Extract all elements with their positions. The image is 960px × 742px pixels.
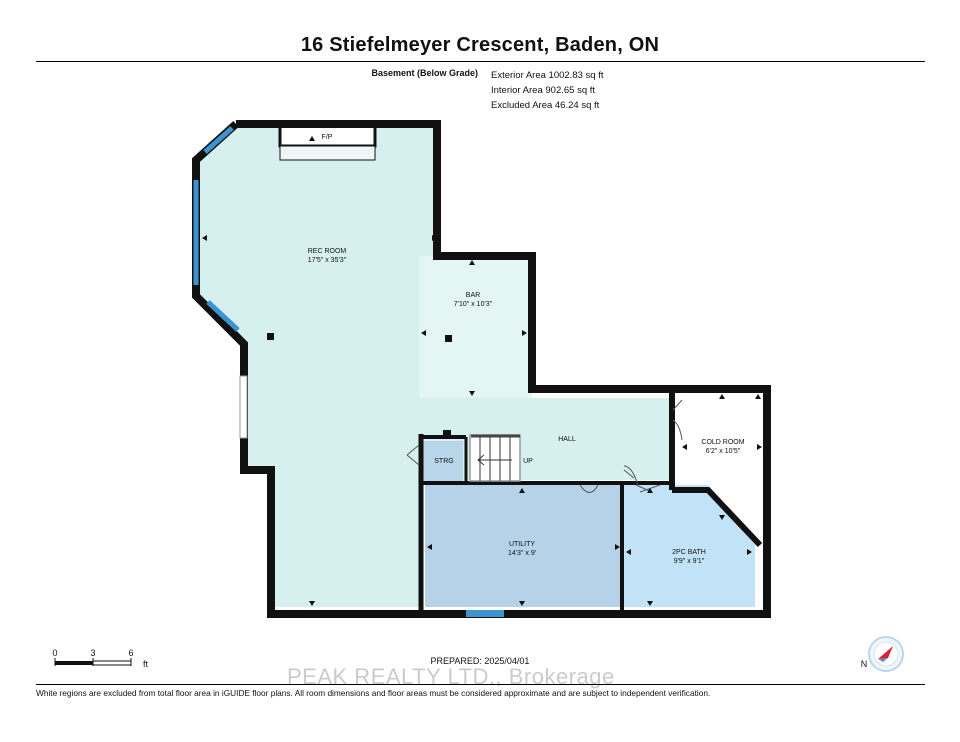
hearth	[279, 145, 376, 161]
strg-area	[423, 441, 463, 481]
header-rule	[36, 61, 925, 62]
column-hall	[443, 430, 451, 436]
compass-icon	[868, 636, 904, 672]
cold-room-name: COLD ROOM	[701, 439, 744, 446]
rec-room-dims: 17'5" x 35'3"	[308, 257, 347, 264]
bar-name: BAR	[466, 292, 480, 299]
column-bar	[445, 335, 452, 342]
interior-area: Interior Area 902.65 sq ft	[491, 85, 596, 96]
exterior-area: Exterior Area 1002.83 sq ft	[491, 70, 604, 81]
window-utility	[466, 610, 504, 617]
bath-name: 2PC BATH	[672, 549, 706, 556]
rec-room-walls	[192, 120, 771, 618]
stairs	[469, 434, 521, 482]
hall-name: HALL	[558, 436, 576, 443]
utility-area	[425, 485, 620, 607]
excluded-area: Excluded Area 46.24 sq ft	[491, 100, 600, 111]
fireplace-label: F/P	[322, 134, 333, 141]
area-summary: Exterior Area 1002.83 sq ft Interior Are…	[491, 68, 603, 113]
rec-room-area	[196, 124, 437, 607]
window-sw	[206, 300, 240, 332]
cold-room-dims: 6'2" x 10'5"	[706, 448, 741, 455]
level-name: Basement (Below Grade)	[371, 68, 478, 78]
scale-tick-3: 3	[90, 648, 95, 658]
window-nw	[203, 126, 234, 154]
footer-disclaimer: White regions are excluded from total fl…	[36, 688, 711, 698]
footer-rule	[36, 684, 925, 685]
page-title: 16 Stiefelmeyer Crescent, Baden, ON	[300, 34, 660, 56]
strg-name: STRG	[434, 458, 453, 465]
dimension-markers	[202, 136, 762, 606]
column-rec	[267, 333, 274, 340]
scale-tick-6: 6	[128, 648, 133, 658]
utility-dims: 14'3" x 9'	[508, 550, 536, 557]
bar-area	[419, 256, 532, 398]
bath-dims: 9'9" x 9'1"	[674, 558, 705, 565]
cold-room-diagonal	[672, 487, 763, 548]
scale-tick-0: 0	[52, 648, 57, 658]
bar-dims: 7'10" x 10'3"	[454, 301, 493, 308]
scale-bar	[54, 658, 132, 666]
door-w	[239, 375, 248, 439]
utility-name: UTILITY	[509, 541, 535, 548]
up-label: UP	[523, 458, 533, 465]
watermark: PEAK REALTY LTD., Brokerage	[287, 664, 615, 689]
prepared-date: PREPARED: 2025/04/01	[430, 656, 530, 666]
scale-unit: ft	[143, 659, 149, 669]
stair-area	[470, 435, 520, 481]
rec-room-name: REC ROOM	[308, 248, 347, 255]
compass-north-label: N	[861, 659, 868, 669]
